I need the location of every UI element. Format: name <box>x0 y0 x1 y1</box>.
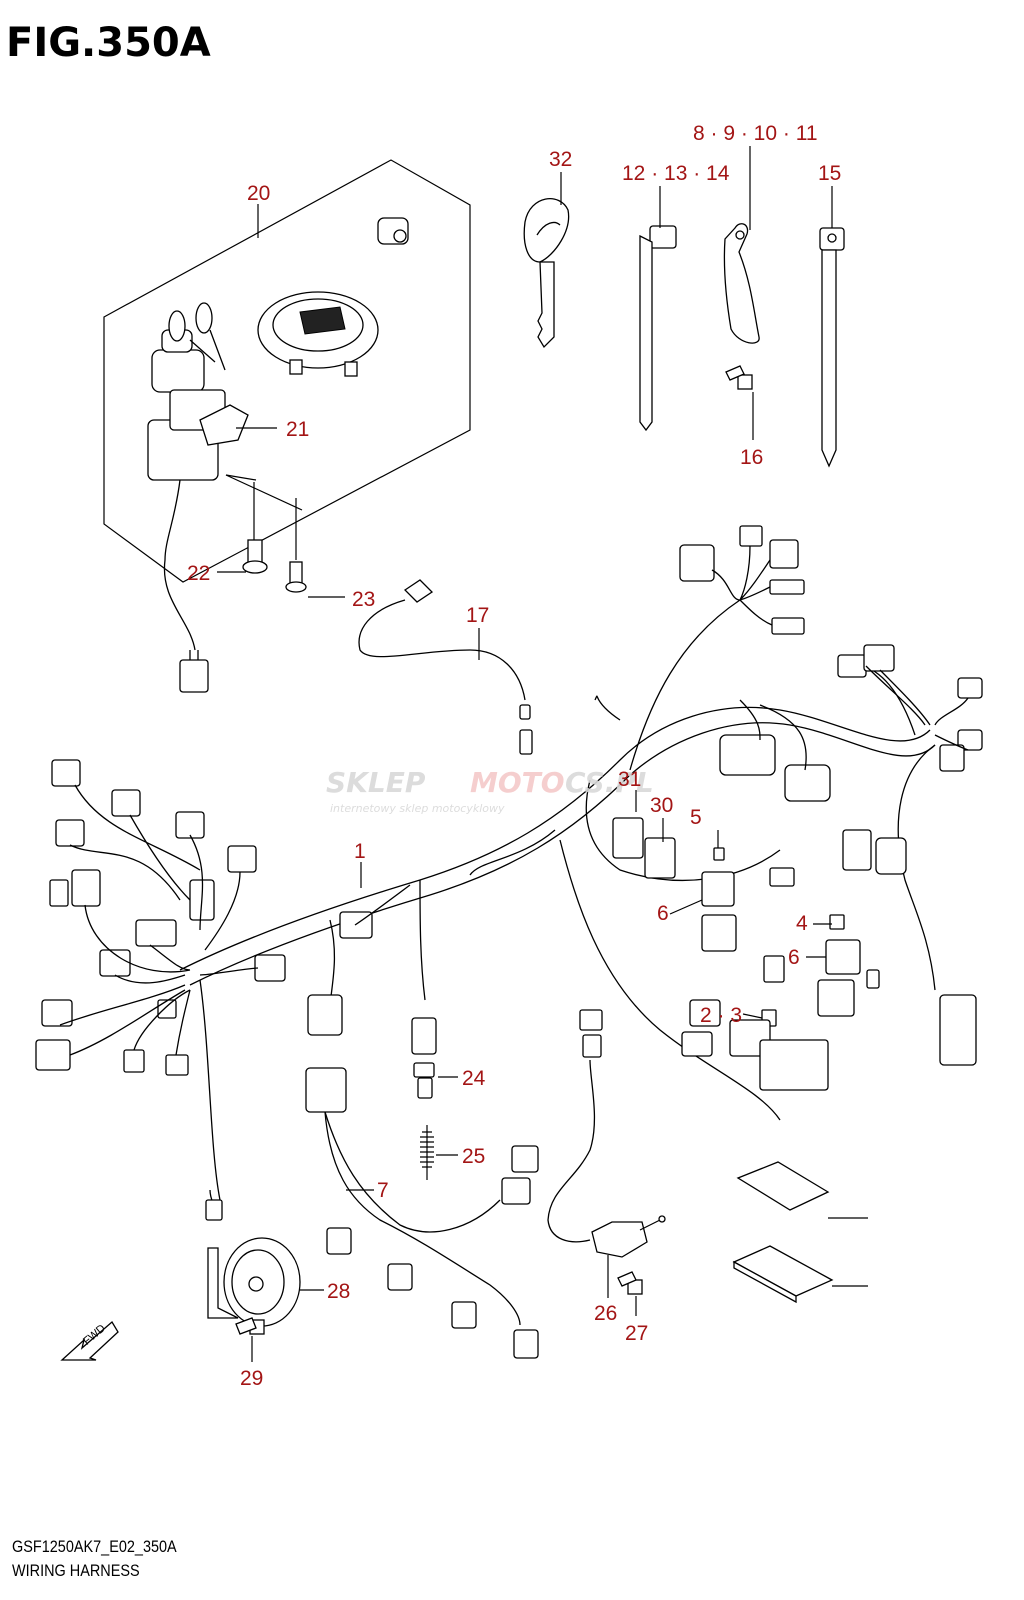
clamp-8-11 <box>723 223 760 344</box>
callout-6b: 6 <box>788 946 800 969</box>
callout-21: 23 <box>352 588 375 611</box>
key-30 <box>523 198 570 349</box>
callout-2-3: 2 · 3 <box>700 1004 742 1027</box>
callout-6a: 6 <box>657 902 669 925</box>
callout-23: 25 <box>462 1145 485 1168</box>
callout-12-14: 12 · 13 · 14 <box>622 162 730 185</box>
cable-tie-15 <box>819 227 845 468</box>
figure-title: FIG.350A <box>6 20 211 66</box>
watermark-part3: CS.PL <box>565 766 654 799</box>
top-right-connectors <box>679 525 831 802</box>
label-sheet-31 <box>736 1161 830 1211</box>
sensor-17 <box>358 579 533 755</box>
fwd-arrow-icon: FWD <box>60 1321 119 1361</box>
bolt-27 <box>235 1317 265 1335</box>
ignition-keys <box>168 302 226 371</box>
watermark-part2: MOTO <box>470 766 565 799</box>
callout-22: 24 <box>462 1067 486 1090</box>
watermark: SKLEP MOTO CS.PL internetowy sklep motoc… <box>326 766 654 815</box>
bolt-16 <box>725 365 753 390</box>
callout-29: 31 <box>618 768 641 791</box>
fuel-cap <box>257 291 379 377</box>
callout-30: 32 <box>549 148 572 171</box>
callout-28: 30 <box>650 794 673 817</box>
callout-18: 20 <box>247 182 270 205</box>
center-relays <box>612 817 880 1091</box>
callout-8-11: 8 · 9 · 10 · 11 <box>693 122 818 145</box>
callout-20: 22 <box>187 562 210 585</box>
callout-24: 26 <box>594 1302 617 1325</box>
callouts: 20 21 22 23 32 12 · 13 · 14 8 · 9 · 10 ·… <box>187 122 841 1390</box>
watermark-part1: SKLEP <box>326 766 426 799</box>
switch-24 <box>547 1009 666 1258</box>
switch-22 <box>411 1017 437 1099</box>
model-code: GSF1250AK7_E02_350A <box>12 1537 177 1556</box>
horn-connector <box>205 1189 223 1221</box>
callout-4: 4 <box>796 912 808 935</box>
callout-27: 29 <box>240 1367 263 1390</box>
callout-5: 5 <box>690 806 702 829</box>
callout-19: 21 <box>286 418 309 441</box>
callout-7: 7 <box>377 1179 389 1202</box>
seat-lock <box>377 217 409 245</box>
label-sheet-32 <box>732 1245 834 1304</box>
main-harness <box>179 599 936 1201</box>
horn-26 <box>207 1237 301 1327</box>
bolt-25 <box>617 1271 643 1295</box>
callout-25: 27 <box>625 1322 648 1345</box>
leader-lines <box>217 146 868 1362</box>
screw-20 <box>242 482 268 574</box>
figure-caption: WIRING HARNESS <box>12 1561 140 1580</box>
plunger-23 <box>420 1125 434 1180</box>
ignition-set-box <box>103 159 471 583</box>
right-connectors <box>837 644 983 1066</box>
sub-harness-7 <box>305 994 539 1359</box>
callout-15: 15 <box>818 162 841 185</box>
screw-21 <box>285 498 307 593</box>
callout-1: 1 <box>354 840 366 863</box>
left-connectors <box>35 759 411 1076</box>
callout-16: 16 <box>740 446 763 469</box>
watermark-tagline: internetowy sklep motocyklowy <box>330 802 505 815</box>
callout-26: 28 <box>327 1280 350 1303</box>
ignition-switch <box>147 329 249 693</box>
callout-17: 17 <box>466 604 489 627</box>
clamp-12-14 <box>639 225 677 432</box>
